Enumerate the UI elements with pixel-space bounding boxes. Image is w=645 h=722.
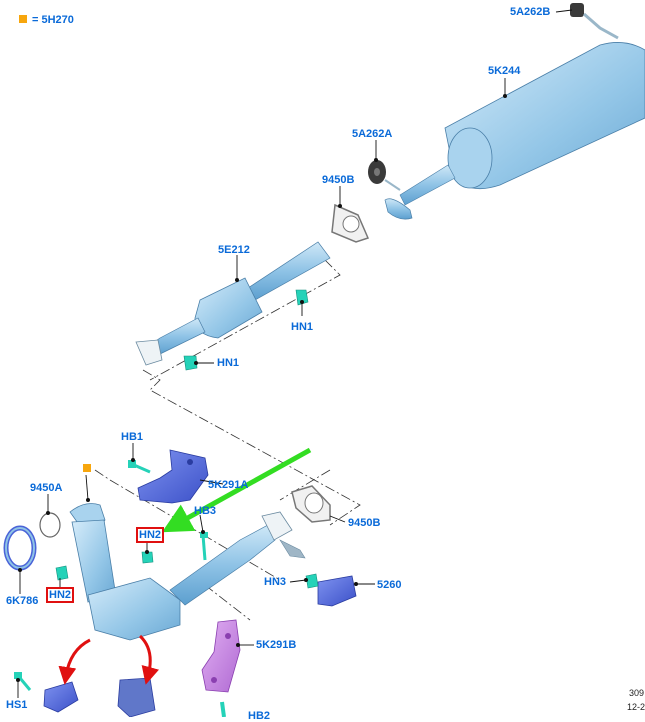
label-HN2-center: HN2 bbox=[135, 527, 165, 543]
label-5K291A: 5K291A bbox=[208, 479, 249, 491]
red-arrow-left bbox=[58, 638, 91, 685]
bracket-5K291A bbox=[137, 449, 209, 504]
gasket-9450A bbox=[39, 512, 61, 538]
legend-marker-near-9450A bbox=[83, 464, 91, 472]
label-5K291B: 5K291B bbox=[256, 639, 297, 651]
legend-marker bbox=[19, 15, 27, 23]
gasket-9450B-top bbox=[331, 203, 370, 243]
green-arrow bbox=[161, 447, 312, 533]
label-5A262B: 5A262B bbox=[510, 6, 551, 18]
gasket-9450B-low bbox=[291, 485, 331, 523]
nut-HN1-b bbox=[183, 355, 198, 371]
bracket-bottom-center bbox=[117, 677, 156, 717]
label-9450B-low: 9450B bbox=[348, 517, 381, 529]
bracket-5K291B bbox=[201, 619, 241, 693]
label-HN1-b: HN1 bbox=[217, 357, 240, 369]
label-9450B-top: 9450B bbox=[322, 174, 355, 186]
corner-ref-line2: 12-2 bbox=[627, 702, 645, 712]
legend-text: = 5H270 bbox=[32, 14, 74, 26]
label-5260: 5260 bbox=[377, 579, 402, 591]
bracket-5260 bbox=[305, 573, 357, 607]
hanger-5A262B bbox=[570, 3, 619, 40]
intermediate-pipe-5E212 bbox=[135, 241, 331, 366]
label-HN3: HN3 bbox=[264, 576, 287, 588]
label-5A262A: 5A262A bbox=[352, 128, 393, 140]
label-HB3: HB3 bbox=[194, 505, 217, 517]
bolt-HB3 bbox=[200, 532, 208, 561]
muffler-5K244 bbox=[399, 42, 645, 206]
red-arrow-right bbox=[138, 634, 160, 685]
leader-dots bbox=[16, 94, 507, 682]
bracket-bottom-left bbox=[43, 681, 79, 713]
label-HN2-left: HN2 bbox=[45, 587, 75, 603]
label-5K244: 5K244 bbox=[488, 65, 521, 77]
label-HN1-a: HN1 bbox=[291, 321, 314, 333]
stud-HS1 bbox=[14, 672, 32, 691]
catalytic-converter-assembly bbox=[69, 503, 306, 641]
bolt-HB1 bbox=[128, 460, 151, 474]
label-HB2: HB2 bbox=[248, 710, 271, 722]
hanger-5A262A bbox=[368, 160, 401, 191]
label-9450A: 9450A bbox=[30, 482, 63, 494]
clamp-6K786 bbox=[3, 525, 37, 571]
centerlines bbox=[94, 259, 361, 621]
muffler-clamp bbox=[384, 198, 413, 220]
label-HB1: HB1 bbox=[121, 431, 144, 443]
nut-HN1-a bbox=[295, 289, 309, 306]
label-5E212: 5E212 bbox=[218, 244, 250, 256]
nut-HN2-left bbox=[55, 565, 69, 581]
corner-ref-line1: 309 bbox=[629, 688, 645, 698]
bolt-HB2 bbox=[220, 701, 226, 717]
label-6K786: 6K786 bbox=[6, 595, 39, 607]
leader-lines bbox=[17, 9, 573, 698]
label-HS1: HS1 bbox=[6, 699, 28, 711]
